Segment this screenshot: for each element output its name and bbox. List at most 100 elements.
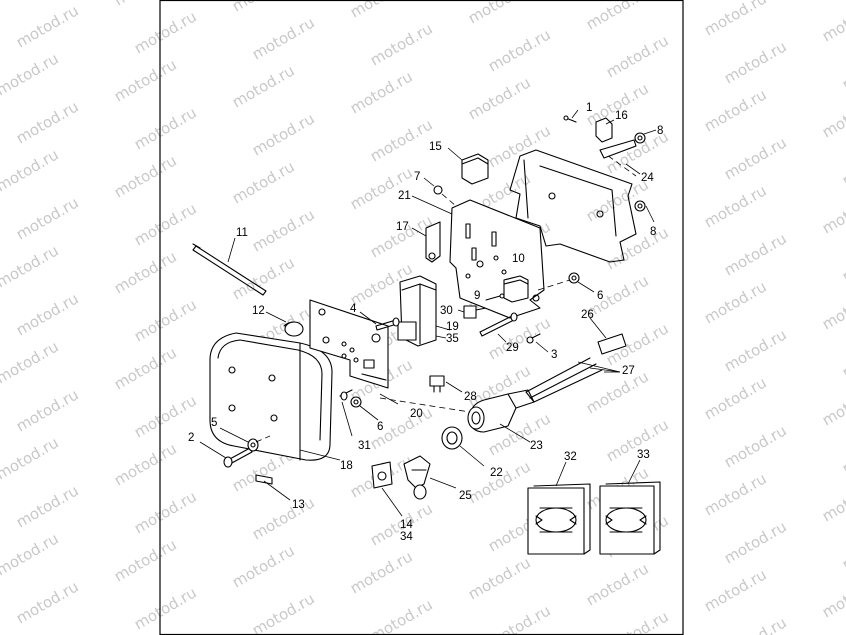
watermark-text: motod.ru <box>0 529 62 579</box>
watermark-text: motod.ru <box>701 373 770 423</box>
callout-30: 30 <box>440 305 453 317</box>
callout-2: 2 <box>188 432 194 444</box>
watermark-text: motod.ru <box>131 199 200 249</box>
watermark-text: motod.ru <box>249 589 318 635</box>
callout-7: 7 <box>414 171 420 183</box>
watermark-text: motod.ru <box>111 535 180 585</box>
relay-16-part <box>563 109 615 143</box>
watermark-text: motod.ru <box>249 205 318 255</box>
side-clip-part <box>599 129 657 223</box>
watermark-text: motod.ru <box>819 571 846 621</box>
watermark-text: motod.ru <box>839 331 846 381</box>
watermark-text: motod.ru <box>721 37 790 87</box>
callout-12: 12 <box>252 305 265 317</box>
watermark-text: motod.ru <box>839 235 846 285</box>
label-plate-part <box>255 474 291 501</box>
watermark-text: motod.ru <box>721 517 790 567</box>
watermark-text: motod.ru <box>485 25 554 75</box>
watermark-text: motod.ru <box>721 421 790 471</box>
watermark-text: motod.ru <box>131 103 200 153</box>
watermark-text: motod.ru <box>583 559 652 609</box>
callout-19: 19 <box>446 321 459 333</box>
callout-13: 13 <box>292 499 305 511</box>
nut-ring-22-part <box>441 426 485 467</box>
watermark-text: motod.ru <box>721 229 790 279</box>
watermark-text: motod.ru <box>485 313 554 363</box>
callout-35: 35 <box>446 333 459 345</box>
watermark-text: motod.ru <box>0 433 62 483</box>
watermark-text: motod.ru <box>249 13 318 63</box>
callout-4: 4 <box>350 303 357 315</box>
callout-33: 33 <box>637 449 650 461</box>
watermark-text: motod.ru <box>0 145 62 195</box>
small-relay-part <box>457 305 487 319</box>
callout-9: 9 <box>474 290 480 302</box>
watermark-text: motod.ru <box>111 0 180 9</box>
watermark-text: motod.ru <box>367 211 436 261</box>
callout-32: 32 <box>564 451 577 463</box>
watermark-text: motod.ru <box>721 613 790 635</box>
watermark-text: motod.ru <box>701 469 770 519</box>
watermark-text: motod.ru <box>485 601 554 635</box>
callout-28: 28 <box>464 391 477 403</box>
watermark-text: motod.ru <box>465 0 534 27</box>
callout-6: 6 <box>377 421 383 433</box>
watermark-text: motod.ru <box>0 241 62 291</box>
screw-3-part <box>526 333 549 353</box>
watermark-text: motod.ru <box>367 115 436 165</box>
watermark-text: motod.ru <box>0 0 62 3</box>
callout-5: 5 <box>211 417 217 429</box>
watermark-text: motod.ru <box>485 121 554 171</box>
watermark-text: motod.ru <box>13 193 82 243</box>
callout-1: 1 <box>586 102 592 114</box>
small-hardware-part <box>339 389 399 437</box>
callout-15: 15 <box>429 141 442 153</box>
callout-3: 3 <box>551 349 557 361</box>
callout-25: 25 <box>459 490 472 502</box>
watermark-text: motod.ru <box>13 385 82 435</box>
watermark-text: motod.ru <box>583 367 652 417</box>
watermark-text: motod.ru <box>701 277 770 327</box>
callout-27: 27 <box>622 365 635 377</box>
watermark-text: motod.ru <box>347 163 416 213</box>
callout-29: 29 <box>506 342 519 354</box>
watermark-text: motod.ru <box>603 607 672 635</box>
watermark-text: motod.ru <box>131 295 200 345</box>
manual-32-part <box>527 461 591 555</box>
cover-box-part <box>209 332 341 461</box>
callout-6: 6 <box>597 290 603 302</box>
watermark-text: motod.ru <box>819 283 846 333</box>
watermark-text: motod.ru <box>249 493 318 543</box>
watermark-text: motod.ru <box>131 583 200 633</box>
watermark-text: motod.ru <box>701 0 770 39</box>
screw-washer-part <box>199 427 271 468</box>
watermark-text: motod.ru <box>229 253 298 303</box>
watermark-text: motod.ru <box>13 97 82 147</box>
screw-4-part <box>359 311 400 331</box>
watermark-text: motod.ru <box>111 55 180 105</box>
bolt-29-part <box>479 312 518 343</box>
watermark-text: motod.ru <box>347 0 416 21</box>
relay-15-part <box>423 147 489 207</box>
watermark-text: motod.ru <box>249 109 318 159</box>
watermark-text: motod.ru <box>0 337 62 387</box>
grommet-part <box>265 311 304 337</box>
watermark-text: motod.ru <box>701 85 770 135</box>
callout-11: 11 <box>236 227 248 239</box>
watermark-text: motod.ru <box>229 0 298 15</box>
watermark-text: motod.ru <box>701 181 770 231</box>
watermark-text: motod.ru <box>111 247 180 297</box>
watermark-text: motod.ru <box>111 439 180 489</box>
watermark-text: motod.ru <box>13 1 82 51</box>
callout-16: 16 <box>615 110 628 122</box>
watermark-text: motod.ru <box>839 427 846 477</box>
nut-6-upper-part <box>537 272 595 293</box>
watermark-text: motod.ru <box>583 0 652 33</box>
watermark-text: motod.ru <box>229 157 298 207</box>
manual-33-part <box>599 459 661 555</box>
watermark-text: motod.ru <box>603 223 672 273</box>
callout-8: 8 <box>650 226 656 238</box>
watermark-text: motod.ru <box>13 289 82 339</box>
watermark-text: motod.ru <box>347 547 416 597</box>
callout-21: 21 <box>398 190 411 202</box>
